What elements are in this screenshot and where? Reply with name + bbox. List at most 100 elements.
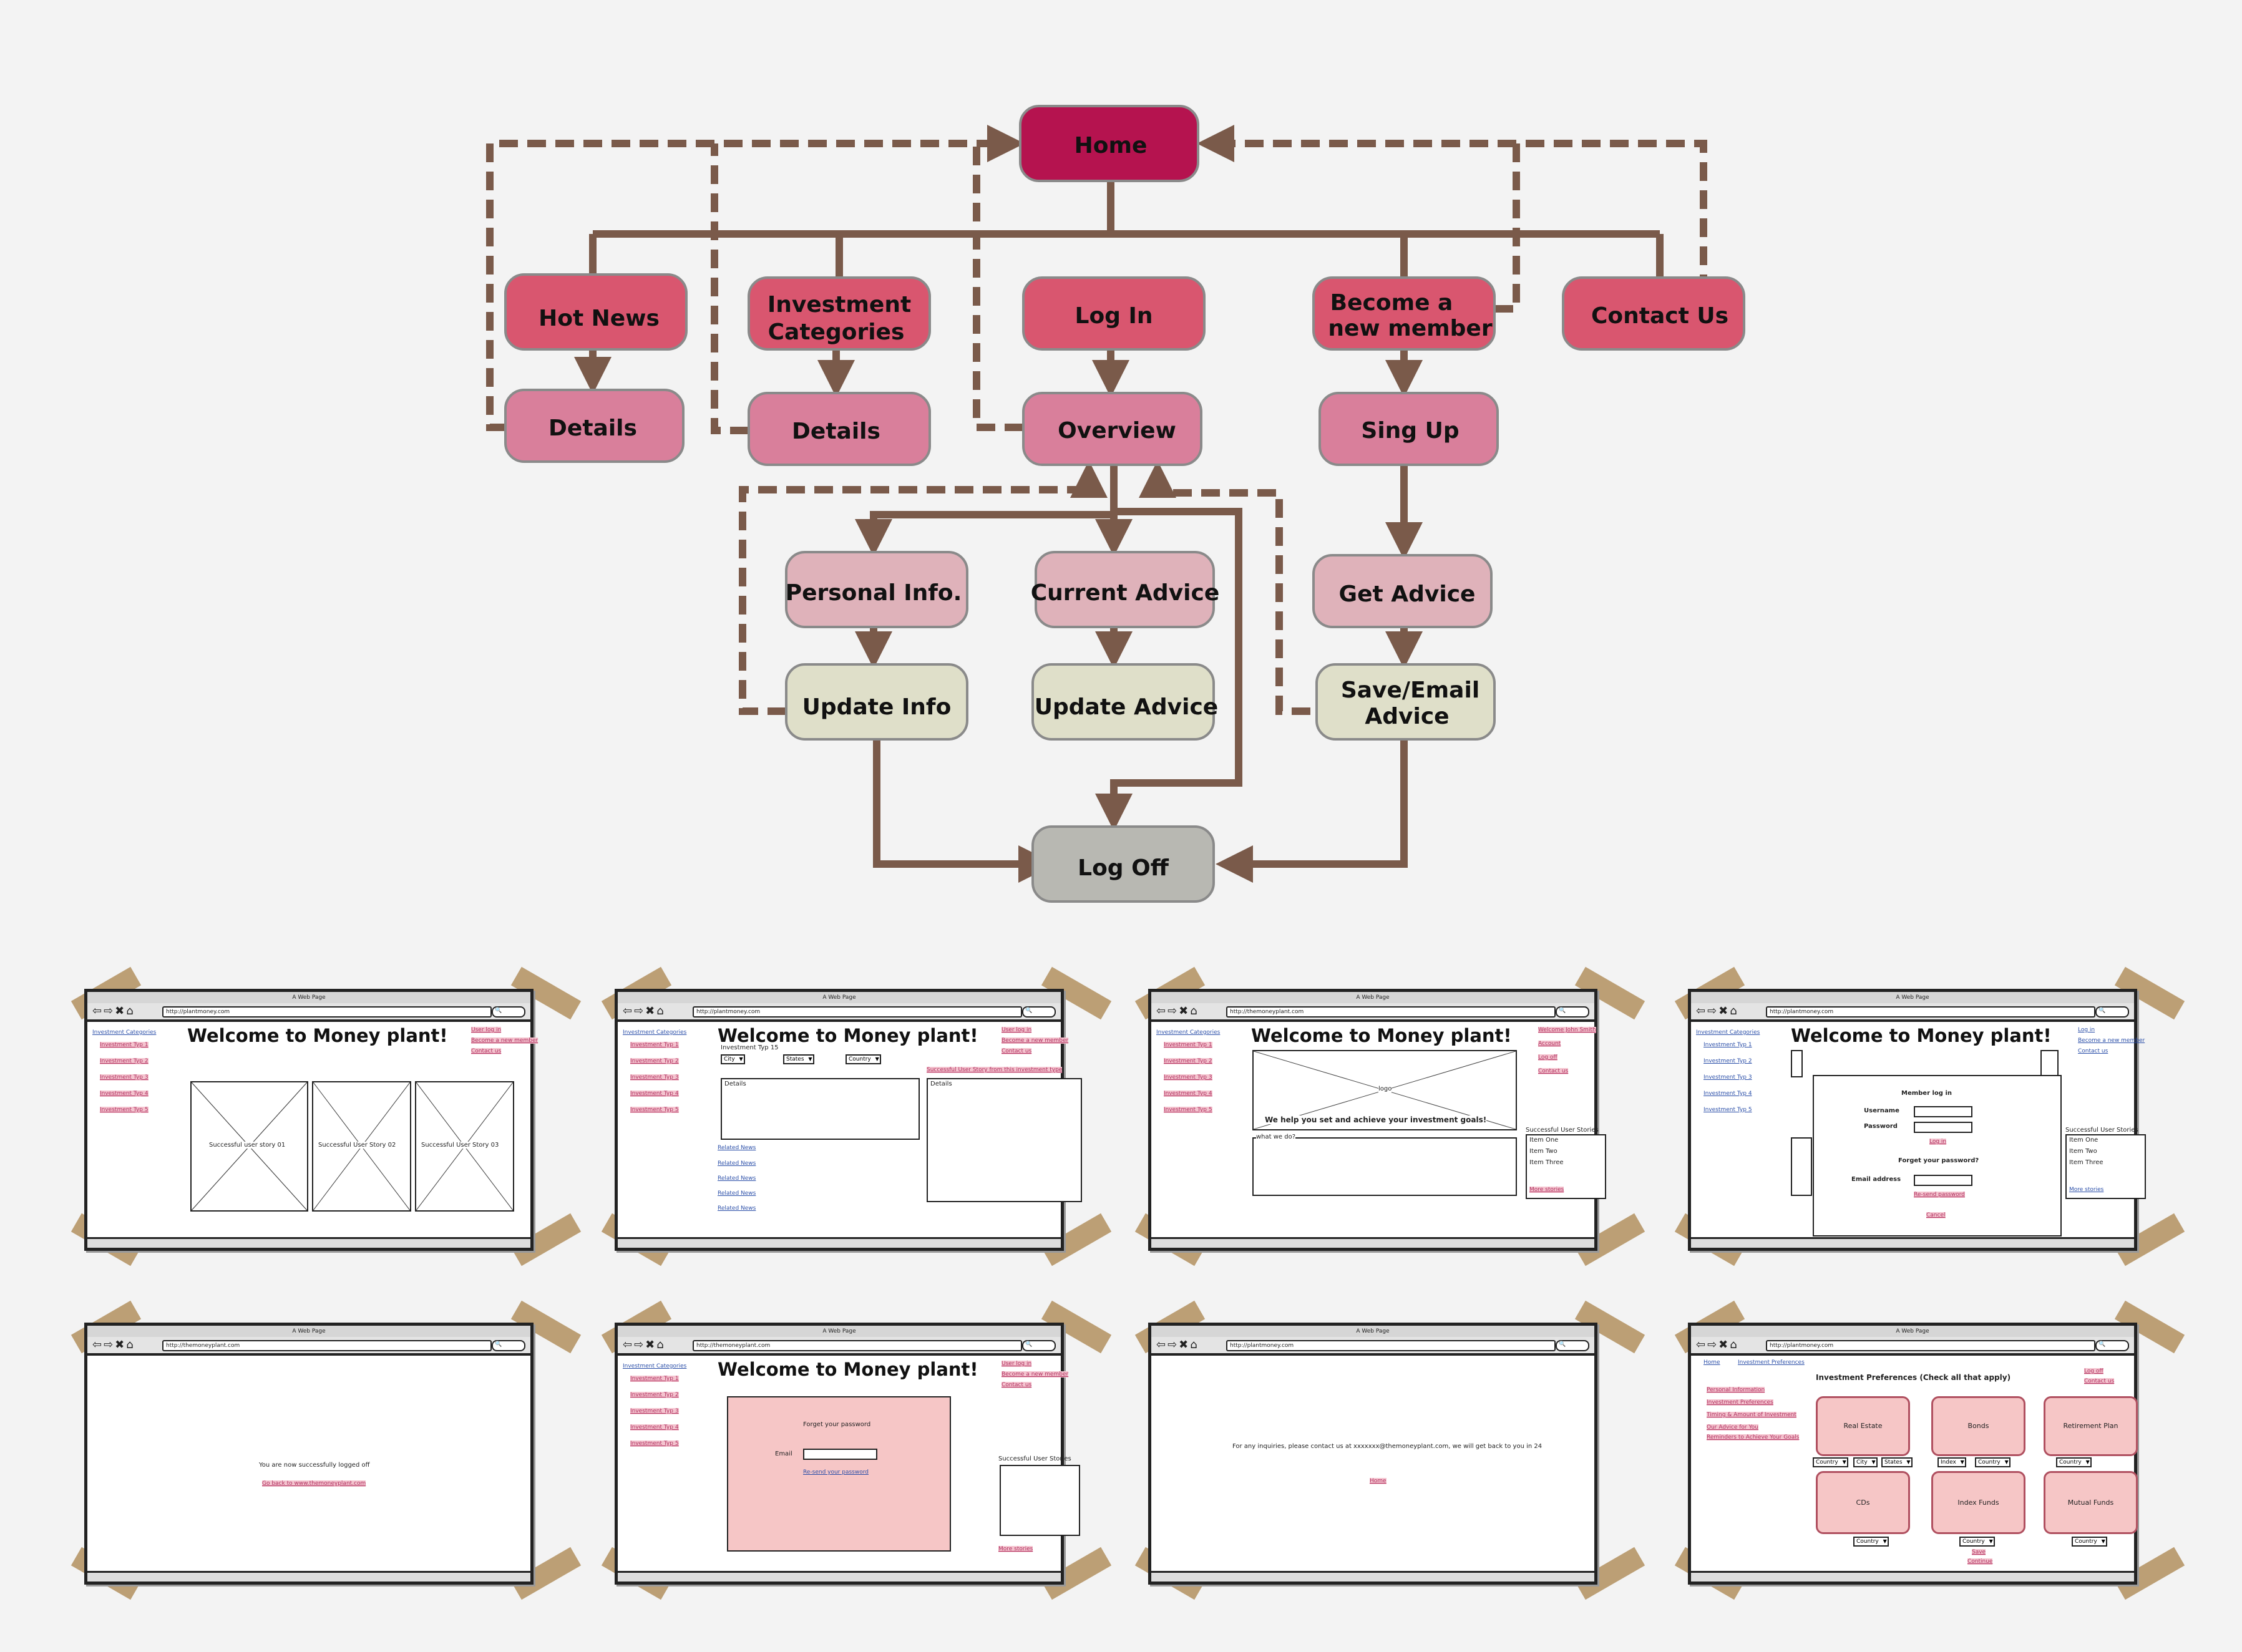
account-link[interactable]: Account [1538, 1041, 1561, 1047]
country-select[interactable]: Country [1959, 1537, 1995, 1547]
more-stories-link[interactable]: More stories [998, 1546, 1033, 1552]
nav-arrows-icon[interactable]: ⇦⇨✖⌂ [1696, 1004, 1739, 1018]
search-icon[interactable] [2095, 1340, 2129, 1351]
nav-link[interactable]: Investment Typ 3 [630, 1074, 679, 1081]
more-stories-link[interactable]: More stories [1529, 1187, 1564, 1193]
login-button[interactable]: Log in [1929, 1139, 1947, 1145]
url-bar[interactable]: http://plantmoney.com [1226, 1340, 1556, 1351]
side-link[interactable]: Timing & Amount of Investment [1707, 1412, 1796, 1418]
card-mutual-funds[interactable]: Mutual Funds [2044, 1471, 2138, 1534]
nav-link[interactable]: Investment Typ 1 [630, 1042, 679, 1048]
city-select[interactable]: City [721, 1054, 745, 1064]
contact-link[interactable]: Contact us [1538, 1068, 1569, 1074]
nav-arrows-icon[interactable]: ⇦⇨✖⌂ [1696, 1338, 1739, 1351]
related-news-link[interactable]: Related News [718, 1145, 756, 1151]
nav-arrows-icon[interactable]: ⇦⇨✖⌂ [623, 1004, 666, 1018]
home-link[interactable]: Home [1370, 1478, 1387, 1484]
card-index-funds[interactable]: Index Funds [1931, 1471, 2025, 1534]
logoff-link[interactable]: Log off [1538, 1054, 1557, 1061]
nav-link[interactable]: Investment Typ 2 [630, 1392, 679, 1398]
nav-link[interactable]: Investment Typ 4 [1703, 1091, 1752, 1097]
related-news-link[interactable]: Related News [718, 1160, 756, 1167]
username-field[interactable] [1914, 1106, 1972, 1117]
side-link[interactable]: Personal Information [1707, 1387, 1765, 1393]
url-bar[interactable]: http://plantmoney.com [162, 1006, 492, 1018]
nav-link[interactable]: Investment Typ 1 [630, 1376, 679, 1382]
cancel-button[interactable]: Cancel [1926, 1212, 1946, 1218]
url-bar[interactable]: http://themoneyplant.com [1226, 1006, 1556, 1018]
country-select[interactable]: Country [1813, 1457, 1848, 1467]
side-link[interactable]: Reminders to Achieve Your Goals [1707, 1434, 1800, 1441]
related-news-link[interactable]: Related News [718, 1205, 756, 1212]
login-link[interactable]: User log in [471, 1027, 502, 1033]
contact-link[interactable]: Contact us [2078, 1048, 2108, 1054]
search-icon[interactable] [1022, 1340, 1056, 1351]
contact-link[interactable]: Contact us [471, 1048, 502, 1054]
states-select[interactable]: States [783, 1054, 814, 1064]
nav-link[interactable]: Investment Categories [623, 1029, 687, 1036]
nav-link[interactable]: Investment Typ 3 [1703, 1074, 1752, 1081]
nav-arrows-icon[interactable]: ⇦⇨✖⌂ [623, 1338, 666, 1351]
nav-arrows-icon[interactable]: ⇦⇨✖⌂ [1156, 1004, 1199, 1018]
country-select[interactable]: Country [2072, 1537, 2107, 1547]
nav-link[interactable]: Investment Typ 5 [1164, 1107, 1212, 1113]
nav-link[interactable]: Investment Typ 2 [100, 1058, 149, 1064]
nav-link[interactable]: Investment Typ 5 [630, 1441, 679, 1447]
country-select[interactable]: Country [1853, 1537, 1889, 1547]
nav-link[interactable]: Investment Typ 1 [100, 1042, 149, 1048]
related-news-link[interactable]: Related News [718, 1190, 756, 1197]
search-icon[interactable] [1556, 1006, 1589, 1018]
become-member-link[interactable]: Become a new member [471, 1037, 539, 1044]
become-member-link[interactable]: Become a new member [1002, 1371, 1069, 1377]
logoff-link[interactable]: Log off [2084, 1368, 2103, 1374]
nav-link[interactable]: Investment Typ 4 [100, 1091, 149, 1097]
country-select[interactable]: Country [846, 1054, 881, 1064]
url-bar[interactable]: http://themoneyplant.com [693, 1340, 1022, 1351]
contact-link[interactable]: Contact us [2084, 1378, 2115, 1384]
card-bonds[interactable]: Bonds [1931, 1396, 2025, 1456]
nav-arrows-icon[interactable]: ⇦⇨✖⌂ [1156, 1338, 1199, 1351]
side-link[interactable]: Our Advice for You [1707, 1424, 1758, 1431]
continue-button[interactable]: Continue [1967, 1558, 1993, 1565]
login-link[interactable]: User log in [1002, 1027, 1032, 1033]
nav-link[interactable]: Investment Typ 4 [1164, 1091, 1212, 1097]
side-link[interactable]: Investment Preferences [1707, 1399, 1773, 1406]
search-icon[interactable] [492, 1340, 525, 1351]
nav-link[interactable]: Investment Typ 3 [100, 1074, 149, 1081]
nav-link[interactable]: Investment Typ 2 [630, 1058, 679, 1064]
nav-link[interactable]: Investment Typ 5 [100, 1107, 149, 1113]
search-icon[interactable] [1022, 1006, 1056, 1018]
nav-link[interactable]: Investment Categories [1696, 1029, 1760, 1036]
country-select[interactable]: Country [2056, 1457, 2092, 1467]
email-field[interactable] [803, 1449, 877, 1460]
nav-link[interactable]: Investment Typ 1 [1703, 1042, 1752, 1048]
card-cds[interactable]: CDs [1816, 1471, 1910, 1534]
nav-link[interactable]: Investment Typ 1 [1164, 1042, 1212, 1048]
url-bar[interactable]: http://plantmoney.com [1766, 1006, 2095, 1018]
go-back-link[interactable]: Go back to www.themoneyplant.com [262, 1480, 366, 1487]
states-select[interactable]: States [1881, 1457, 1913, 1467]
city-select[interactable]: City [1853, 1457, 1878, 1467]
nav-link[interactable]: Investment Categories [92, 1029, 157, 1036]
url-bar[interactable]: http://plantmoney.com [1766, 1340, 2095, 1351]
nav-link[interactable]: Investment Typ 2 [1703, 1058, 1752, 1064]
email-field[interactable] [1914, 1175, 1972, 1186]
search-icon[interactable] [1556, 1340, 1589, 1351]
contact-link[interactable]: Contact us [1002, 1048, 1032, 1054]
more-stories-link[interactable]: More stories [2069, 1187, 2104, 1193]
nav-arrows-icon[interactable]: ⇦⇨✖⌂ [92, 1338, 135, 1351]
resend-button[interactable]: Re-send password [1914, 1192, 1965, 1198]
search-icon[interactable] [492, 1006, 525, 1018]
country-select[interactable]: Country [1975, 1457, 2010, 1467]
url-bar[interactable]: http://themoneyplant.com [162, 1340, 492, 1351]
nav-arrows-icon[interactable]: ⇦⇨✖⌂ [92, 1004, 135, 1018]
nav-link[interactable]: Investment Typ 3 [630, 1408, 679, 1414]
contact-link[interactable]: Contact us [1002, 1382, 1032, 1388]
password-field[interactable] [1914, 1122, 1972, 1133]
become-member-link[interactable]: Become a new member [1002, 1037, 1069, 1044]
breadcrumb-home[interactable]: Home [1703, 1359, 1720, 1366]
save-button[interactable]: Save [1972, 1549, 1986, 1555]
story-link[interactable]: Successful User Story from this investme… [927, 1067, 1063, 1073]
resend-link[interactable]: Re-send your password [803, 1469, 869, 1475]
nav-link[interactable]: Investment Typ 2 [1164, 1058, 1212, 1064]
